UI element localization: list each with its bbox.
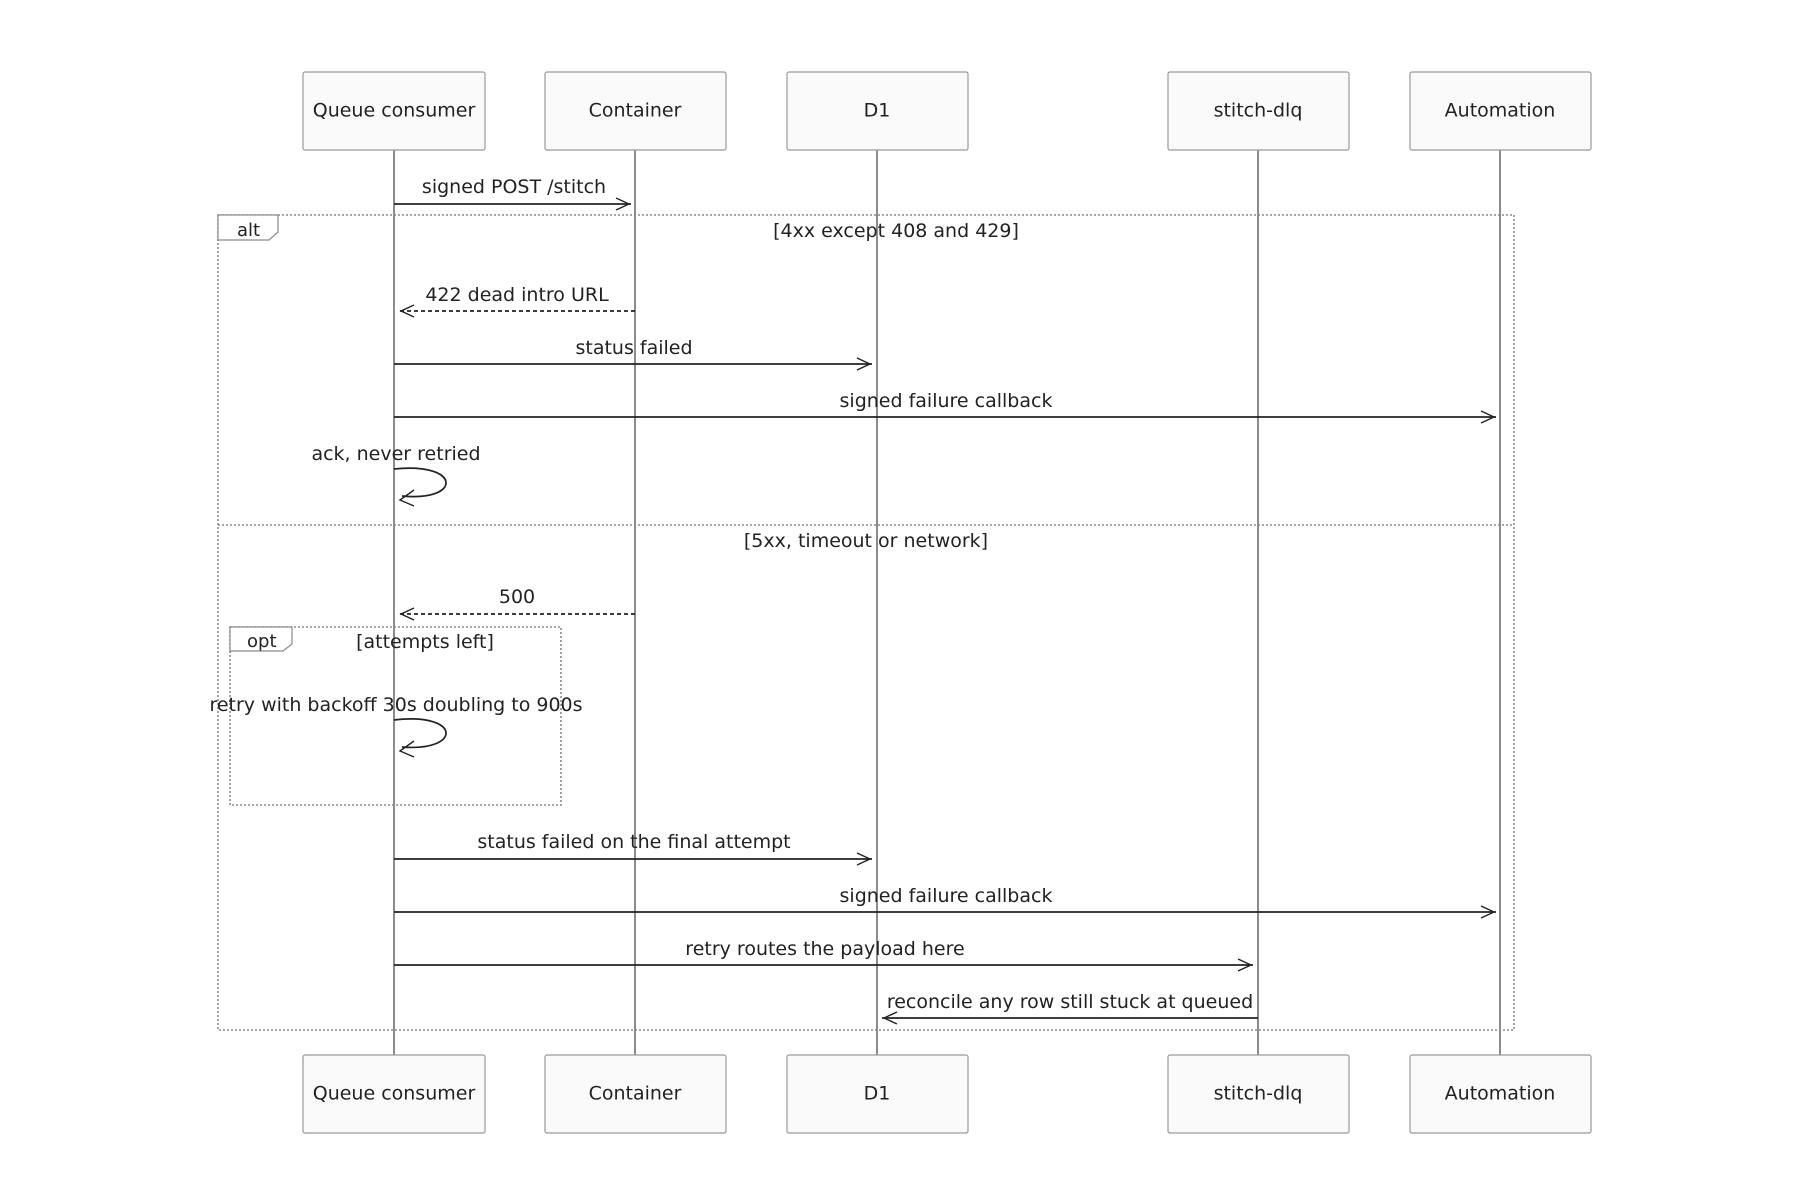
message-label: 500	[499, 586, 535, 608]
actor-label: Queue consumer	[313, 1083, 476, 1105]
message-label: ack, never retried	[311, 443, 480, 465]
message-label: retry routes the payload here	[685, 938, 964, 960]
message-label: retry with backoff 30s doubling to 900s	[209, 694, 582, 716]
opt-condition: [attempts left]	[356, 631, 494, 653]
alt-frame: alt [4xx except 408 and 429] [5xx, timeo…	[217, 214, 1515, 1031]
arrowhead-icon	[1480, 905, 1496, 919]
message-retry-backoff: retry with backoff 30s doubling to 900s	[209, 694, 583, 758]
opt-frame: opt [attempts left]	[229, 626, 562, 806]
message-reconcile-stuck-rows: reconcile any row still stuck at queued	[882, 991, 1258, 1025]
actor-label: Container	[589, 1083, 682, 1105]
message-ack-never-retried: ack, never retried	[311, 443, 481, 507]
message-500: 500	[399, 586, 635, 621]
message-status-failed-final: status failed on the final attempt	[394, 831, 872, 866]
message-422-dead-intro: 422 dead intro URL	[399, 284, 635, 318]
alt-condition-1: [4xx except 408 and 429]	[773, 220, 1019, 242]
arrowhead-icon	[399, 304, 415, 318]
actor-bottom-queue-consumer: Queue consumer	[302, 1054, 486, 1134]
actor-bottom-stitch-dlq: stitch-dlq	[1167, 1054, 1350, 1134]
actor-label: stitch-dlq	[1214, 1083, 1303, 1105]
opt-keyword: opt	[247, 631, 277, 652]
actor-label: Queue consumer	[313, 100, 476, 122]
alt-condition-2: [5xx, timeout or network]	[744, 530, 988, 552]
message-label: signed failure callback	[840, 885, 1053, 907]
actor-label: Container	[589, 100, 682, 122]
arrowhead-icon	[882, 1011, 898, 1025]
actor-label: stitch-dlq	[1214, 100, 1303, 122]
arrowhead-icon	[856, 852, 872, 866]
actor-top-automation: Automation	[1409, 71, 1592, 151]
actor-label: Automation	[1445, 100, 1556, 122]
actor-bottom-container: Container	[544, 1054, 727, 1134]
message-label: status failed on the final attempt	[477, 831, 790, 853]
actor-top-d1: D1	[786, 71, 969, 151]
message-signed-post: signed POST /stitch	[394, 176, 631, 211]
message-signed-failure-callback-1: signed failure callback	[394, 390, 1496, 424]
alt-keyword: alt	[237, 220, 260, 241]
arrowhead-icon	[399, 607, 415, 621]
actor-label: Automation	[1445, 1083, 1556, 1105]
message-label: status failed	[575, 337, 692, 359]
actor-bottom-automation: Automation	[1409, 1054, 1592, 1134]
arrowhead-icon	[615, 197, 631, 211]
actor-label: D1	[864, 1083, 891, 1105]
arrowhead-icon	[1237, 958, 1253, 972]
message-signed-failure-callback-2: signed failure callback	[394, 885, 1496, 919]
message-label: reconcile any row still stuck at queued	[887, 991, 1253, 1013]
actor-top-stitch-dlq: stitch-dlq	[1167, 71, 1350, 151]
actor-top-container: Container	[544, 71, 727, 151]
message-retry-routes-payload: retry routes the payload here	[394, 938, 1253, 972]
actor-top-queue-consumer: Queue consumer	[302, 71, 486, 151]
actor-label: D1	[864, 100, 891, 122]
actor-bottom-d1: D1	[786, 1054, 969, 1134]
message-label: 422 dead intro URL	[425, 284, 609, 306]
arrowhead-icon	[856, 357, 872, 371]
arrowhead-icon	[1480, 410, 1496, 424]
message-label: signed failure callback	[840, 390, 1053, 412]
arrowhead-icon	[398, 489, 415, 507]
arrowhead-icon	[398, 740, 415, 758]
message-label: signed POST /stitch	[422, 176, 606, 198]
message-status-failed: status failed	[394, 337, 872, 371]
